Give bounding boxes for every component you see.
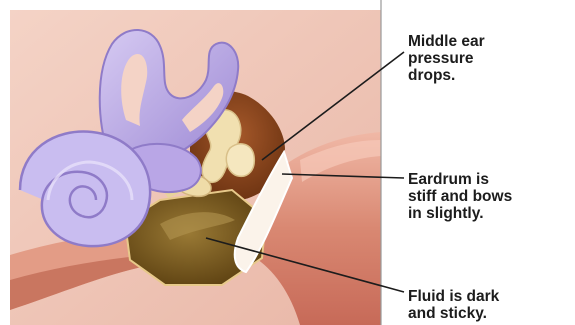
callout-line: in slightly. — [408, 205, 512, 222]
callout-line: and sticky. — [408, 305, 499, 322]
callout-line: Fluid is dark — [408, 288, 499, 305]
callout-eardrum: Eardrum is stiff and bows in slightly. — [408, 171, 512, 222]
callout-line: pressure — [408, 50, 485, 67]
callout-line: drops. — [408, 67, 485, 84]
callout-fluid: Fluid is dark and sticky. — [408, 288, 499, 322]
callout-middle-ear-pressure: Middle ear pressure drops. — [408, 33, 485, 84]
callout-line: stiff and bows — [408, 188, 512, 205]
callout-line: Eardrum is — [408, 171, 512, 188]
callout-line: Middle ear — [408, 33, 485, 50]
